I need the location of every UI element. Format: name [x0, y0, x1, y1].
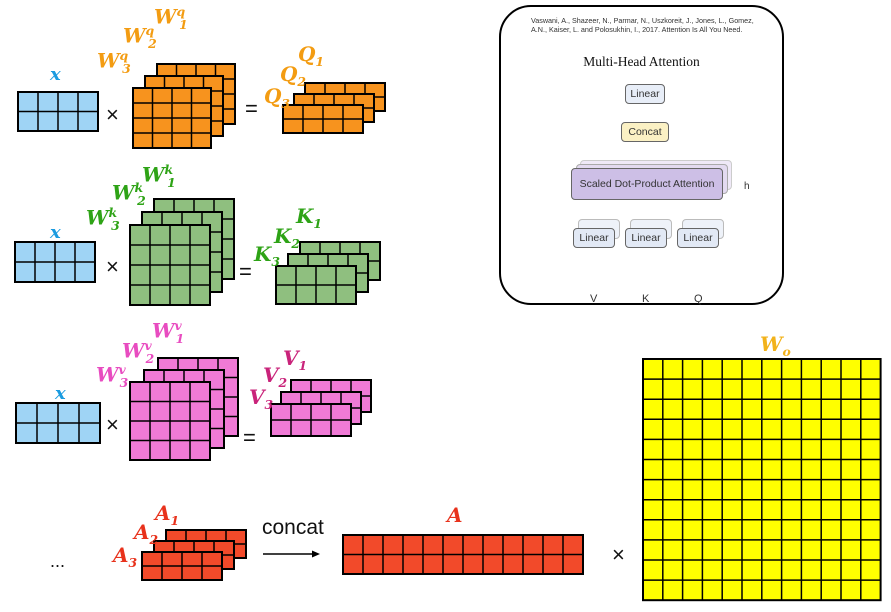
matrix-layer — [14, 63, 882, 602]
times-k: × — [106, 254, 119, 279]
wo-matrix — [642, 358, 882, 602]
q1-label: Q1 — [298, 42, 325, 69]
input-v: V — [590, 293, 598, 305]
k2-label: K2 — [274, 224, 301, 251]
sdpa-box: Scaled Dot-Product Attention — [571, 168, 723, 200]
concat-arrow — [263, 550, 320, 558]
a-concat-matrix — [342, 534, 584, 575]
x-label-q: x — [50, 64, 61, 85]
equals-q: = — [245, 96, 258, 121]
a-matrix-3 — [141, 551, 223, 581]
wq-matrix-3 — [132, 87, 212, 149]
x-matrix-q — [17, 91, 99, 132]
times-wo: × — [612, 542, 625, 567]
q2-label: Q2 — [280, 62, 307, 89]
v-matrix-3 — [270, 403, 352, 437]
equals-v: = — [243, 425, 256, 450]
h-label: h — [744, 181, 750, 192]
v3-label: V3 — [249, 385, 274, 412]
linear-v-box: Linear — [573, 228, 615, 248]
a1-label: A1 — [155, 501, 180, 528]
wk1-label: Wk1 — [142, 162, 176, 190]
wv-matrix-3 — [129, 381, 211, 461]
times-v: × — [106, 412, 119, 437]
times-q: × — [106, 102, 119, 127]
linear-k-box: Linear — [625, 228, 667, 248]
k-matrix-3 — [275, 265, 357, 305]
a3-label: A3 — [113, 543, 138, 570]
wq1-label: Wq1 — [154, 4, 188, 32]
wq2-label: Wq2 — [123, 23, 157, 51]
v2-label: V2 — [263, 363, 288, 390]
q3-label: Q3 — [264, 84, 291, 111]
input-k: K — [642, 293, 650, 305]
wq3-label: Wq3 — [97, 48, 131, 76]
wo-label: Wo — [760, 332, 791, 359]
wk3-label: Wk3 — [86, 205, 120, 233]
concat-label: concat — [262, 516, 324, 539]
concat-box: Concat — [621, 122, 669, 142]
a2-label: A2 — [134, 520, 159, 547]
linear-top-box: Linear — [625, 84, 665, 104]
equals-k: = — [239, 259, 252, 284]
reference-panel: Vaswani, A., Shazeer, N., Parmar, N., Us… — [499, 5, 784, 305]
ellipsis: ... — [50, 551, 66, 571]
k3-label: K3 — [254, 242, 281, 269]
wk-matrix-3 — [129, 224, 211, 306]
wv3-label: Wv3 — [96, 362, 129, 390]
a-concat-label: A — [447, 503, 463, 527]
wv2-label: Wv2 — [122, 338, 155, 366]
wk2-label: Wk2 — [112, 180, 146, 208]
citation-text: Vaswani, A., Shazeer, N., Parmar, N., Us… — [531, 16, 754, 34]
x-matrix-v — [15, 402, 101, 444]
x-label-v: x — [55, 383, 66, 404]
v1-label: V1 — [283, 346, 308, 373]
mha-title: Multi-Head Attention — [583, 54, 700, 69]
k1-label: K1 — [296, 204, 323, 231]
x-label-k: x — [50, 222, 61, 243]
linear-q-box: Linear — [677, 228, 719, 248]
wv1-label: Wv1 — [152, 318, 185, 346]
input-q: Q — [694, 293, 703, 305]
x-matrix-k — [14, 241, 96, 283]
q-matrix-3 — [282, 104, 364, 134]
